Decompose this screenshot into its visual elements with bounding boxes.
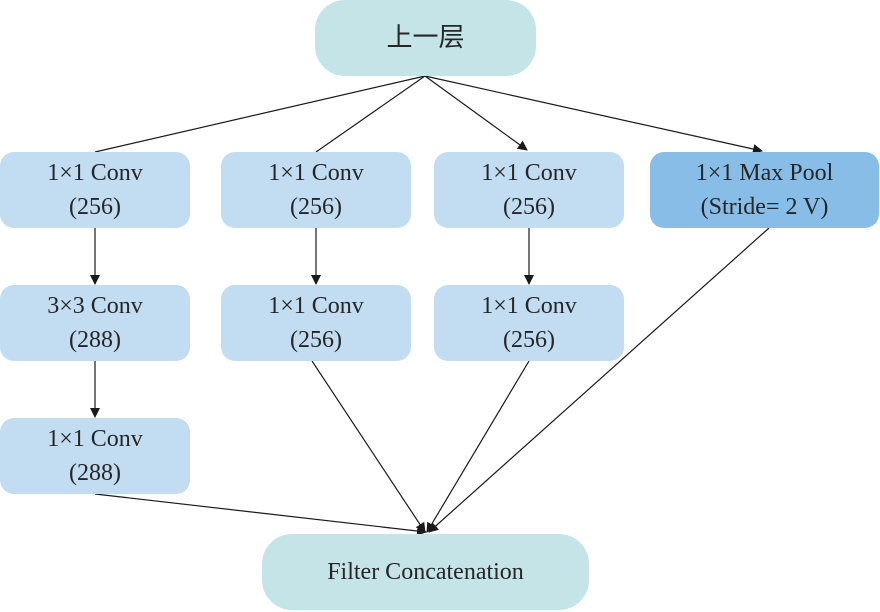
branch4-maxpool-line1: 1×1 Max Pool: [695, 160, 834, 186]
edge-b3-to-concat: [426, 360, 530, 533]
branch2-conv1-line1: 1×1 Conv: [268, 160, 364, 186]
branch3-conv2-node: 1×1 Conv (256): [434, 285, 624, 361]
branch1-conv1-line2: (256): [69, 194, 121, 220]
branch3-conv1-line2: (256): [503, 194, 555, 220]
branch1-conv2-line1: 3×3 Conv: [47, 293, 143, 319]
branch1-conv3-line1: 1×1 Conv: [47, 426, 143, 452]
edge-top-to-branch2: [315, 75, 426, 153]
branch1-conv3-node: 1×1 Conv (288): [0, 418, 190, 494]
edge-top-to-branch1: [94, 75, 426, 153]
branch4-maxpool-line2: (Stride= 2 V): [700, 194, 829, 220]
branch2-conv2-node: 1×1 Conv (256): [221, 285, 411, 361]
branch2-conv1-line2: (256): [290, 194, 342, 220]
branch3-conv2-line1: 1×1 Conv: [481, 293, 577, 319]
branch1-conv2-node: 3×3 Conv (288): [0, 285, 190, 361]
branch3-conv1-node: 1×1 Conv (256): [434, 152, 624, 228]
previous-layer-label: 上一层: [386, 23, 465, 52]
previous-layer-node: 上一层: [315, 0, 536, 76]
edge-top-to-branch3: [424, 75, 528, 151]
branch1-conv1-line1: 1×1 Conv: [47, 160, 143, 186]
edge-b1-to-concat: [94, 493, 427, 536]
branch3-conv1-line1: 1×1 Conv: [481, 160, 577, 186]
edge-b4-to-concat: [428, 227, 770, 533]
filter-concatenation-node: Filter Concatenation: [262, 534, 589, 610]
branch4-maxpool-node: 1×1 Max Pool (Stride= 2 V): [650, 152, 879, 228]
branch2-conv2-line2: (256): [290, 327, 342, 353]
edge-top-to-branch4: [424, 75, 763, 154]
edge-b2-to-concat: [311, 360, 426, 533]
branch2-conv1-node: 1×1 Conv (256): [221, 152, 411, 228]
branch3-conv2-line2: (256): [503, 327, 555, 353]
filter-concatenation-label: Filter Concatenation: [327, 559, 524, 585]
branch1-conv1-node: 1×1 Conv (256): [0, 152, 190, 228]
branch1-conv3-line2: (288): [69, 460, 121, 486]
branch1-conv2-line2: (288): [69, 327, 121, 353]
branch2-conv2-line1: 1×1 Conv: [268, 293, 364, 319]
